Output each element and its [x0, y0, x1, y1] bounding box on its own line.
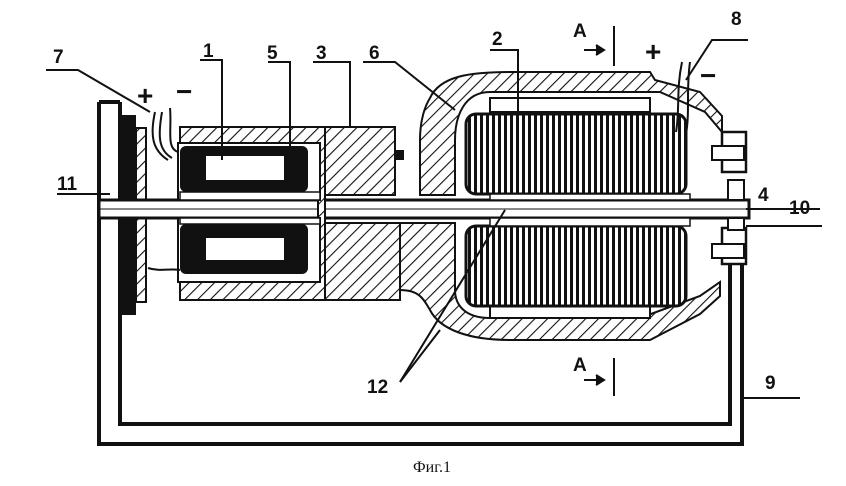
label-3: 3 — [316, 43, 327, 64]
label-11: 11 — [57, 174, 78, 195]
polarity-minus-left: − — [176, 76, 193, 107]
section-mark-top: А — [573, 21, 587, 42]
polarity-plus-right: + — [645, 36, 662, 67]
central-hub-body — [324, 126, 404, 301]
label-12: 12 — [367, 377, 389, 398]
section-mark-lines — [584, 26, 615, 396]
label-9: 9 — [765, 373, 776, 394]
label-8: 8 — [731, 9, 742, 30]
label-5: 5 — [267, 43, 278, 64]
wires — [147, 61, 691, 271]
label-4: 4 — [758, 185, 769, 206]
section-mark-bottom: А — [573, 355, 587, 376]
stator-core — [464, 112, 691, 308]
left-coil-winding — [179, 146, 321, 274]
polarity-plus-left: + — [137, 80, 154, 111]
label-10: 10 — [789, 198, 811, 219]
label-1: 1 — [203, 41, 214, 62]
leader-lines — [46, 39, 822, 399]
right-bearing — [711, 130, 748, 266]
polarity-minus-right: − — [700, 60, 717, 91]
label-6: 6 — [369, 43, 380, 64]
label-2: 2 — [492, 29, 503, 50]
label-7: 7 — [53, 47, 64, 68]
figure-caption: Фиг.1 — [413, 459, 451, 476]
shaft — [97, 198, 751, 220]
